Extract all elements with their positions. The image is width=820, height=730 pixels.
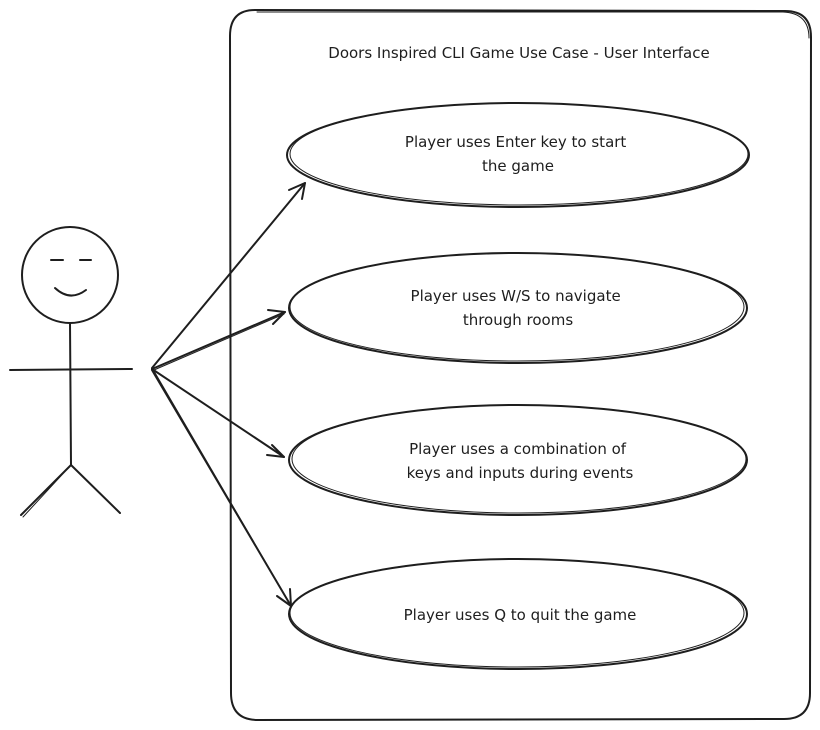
use-case-1: Player uses Enter key to start the game (286, 102, 750, 208)
system-title: Doors Inspired CLI Game Use Case - User … (328, 44, 709, 62)
actor-stick-figure (9, 226, 133, 518)
actor-legs (20, 464, 121, 516)
actor-body (69, 322, 72, 466)
system-boundary (229, 9, 812, 721)
use-case-2: Player uses W/S to navigate through room… (288, 252, 748, 364)
use-case-4: Player uses Q to quit the game (288, 558, 748, 670)
use-case-3: Player uses a combination of keys and in… (288, 404, 748, 516)
arrow-to-use-case-2 (151, 309, 286, 371)
use-case-3-label: Player uses a combination of keys and in… (407, 440, 634, 482)
use-case-1-label: Player uses Enter key to start the game (405, 133, 631, 175)
arrow-to-use-case-4 (151, 369, 292, 607)
actor-arms (9, 368, 133, 371)
arrow-to-use-case-3 (151, 368, 285, 458)
use-case-4-label: Player uses Q to quit the game (404, 606, 637, 624)
association-arrows (151, 182, 306, 607)
actor-head (21, 226, 119, 324)
actor-smile (54, 287, 87, 297)
arrow-to-use-case-1 (151, 182, 306, 369)
use-case-2-label: Player uses W/S to navigate through room… (411, 287, 626, 329)
